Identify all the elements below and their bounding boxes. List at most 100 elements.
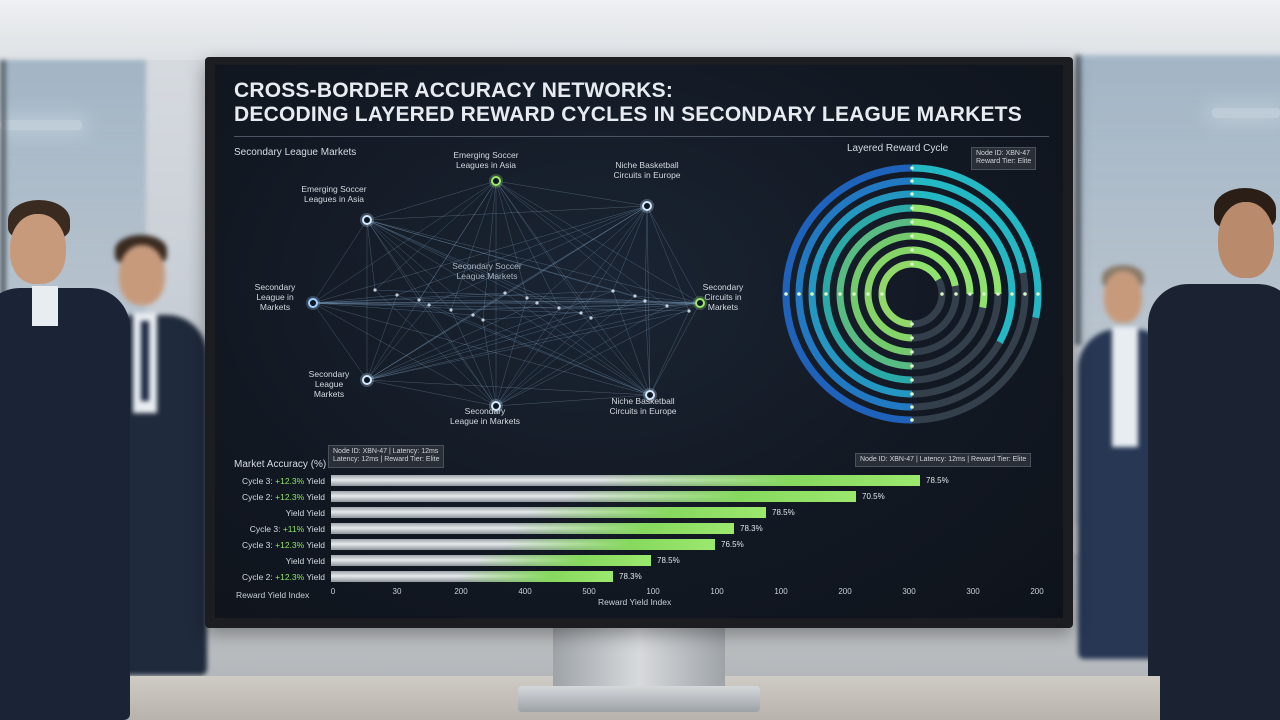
bar-label-prefix: Cycle 3: — [242, 476, 276, 486]
x-axis-tick: 400 — [518, 587, 532, 596]
bar-value-label: 78.3% — [740, 524, 763, 533]
person-right-front — [1148, 188, 1280, 720]
bar-label: Yield Yield — [215, 555, 325, 567]
ring-marker-dot — [910, 179, 914, 183]
network-edge — [495, 305, 668, 407]
ring-marker-dot — [910, 418, 914, 422]
bar-label-highlight: +11% — [282, 524, 305, 534]
network-edge — [366, 302, 538, 381]
network-node — [645, 390, 655, 400]
network-minor-node — [427, 303, 431, 307]
network-edge — [312, 219, 368, 304]
accuracy-panel-title: Market Accuracy (%) — [234, 459, 327, 470]
network-minor-node — [579, 311, 583, 315]
network-edge — [612, 290, 651, 396]
network-node-label: Emerging Soccer Leagues in Asia — [301, 184, 367, 204]
network-node-label: Secondary League Markets — [308, 369, 350, 399]
network-edge — [646, 205, 651, 396]
bar — [512, 523, 734, 534]
monitor: CROSS-BORDER ACCURACY NETWORKS: DECODING… — [205, 57, 1073, 628]
network-edge — [312, 302, 582, 314]
network-minor-node — [557, 306, 561, 310]
network-edge — [366, 304, 430, 381]
x-axis-tick: 200 — [838, 587, 852, 596]
ring-marker-dot — [866, 292, 870, 296]
network-edge — [482, 180, 497, 321]
network-edge — [366, 219, 528, 299]
bar-value-label: 76.5% — [721, 540, 744, 549]
network-edge — [495, 180, 651, 396]
network-edge — [366, 219, 420, 301]
x-axis-tick: 300 — [902, 587, 916, 596]
bar-label-suffix: Yield — [304, 524, 325, 534]
tooltip-line: Reward Tier: Elite — [976, 158, 1032, 166]
network-minor-node — [417, 298, 421, 302]
ring-marker-dot — [910, 262, 914, 266]
bar-row: Yield Yield 78.5% — [215, 555, 1055, 567]
network-edge — [312, 302, 474, 316]
network-edge — [312, 180, 497, 304]
ring-marker-dot — [1010, 292, 1014, 296]
reward-cycle-tooltip: Node ID: XBN-47 Reward Tier: Elite — [971, 147, 1037, 170]
x-axis-tick: 30 — [392, 587, 402, 596]
x-axis-tick: 100 — [774, 587, 788, 596]
network-edge — [495, 394, 651, 407]
network-edge — [526, 297, 701, 304]
network-edge — [312, 290, 614, 304]
network-panel-title: Secondary League Markets — [234, 147, 357, 158]
network-minor-node — [525, 296, 529, 300]
network-edge — [366, 219, 497, 407]
accuracy-tooltip-left: Node ID: XBN-47 | Latency: 12ms Latency:… — [328, 445, 445, 468]
network-node — [491, 401, 501, 411]
network-edge — [312, 300, 646, 304]
network-edge — [634, 295, 701, 304]
network-edge — [428, 205, 648, 306]
bar-value-label: 78.5% — [657, 556, 680, 565]
network-edge — [590, 302, 701, 319]
network-minor-node — [643, 299, 647, 303]
ring-marker-dot — [910, 378, 914, 382]
bar-label: Yield Yield — [215, 507, 325, 519]
x-axis-title-center: Reward Yield Index — [598, 597, 672, 607]
network-edge — [450, 309, 497, 407]
network-edge — [649, 302, 701, 396]
network-edge — [374, 180, 497, 291]
x-axis-tick: 200 — [454, 587, 468, 596]
ring-marker-dot — [910, 248, 914, 252]
network-edge — [312, 205, 648, 304]
network-edge — [396, 294, 651, 396]
network-minor-node — [633, 294, 637, 298]
bar-label: Cycle 3: +11% Yield — [215, 523, 325, 535]
network-edge — [644, 300, 651, 396]
network-edge — [495, 180, 668, 307]
ring-marker-dot — [910, 350, 914, 354]
network-edge — [612, 205, 648, 292]
network-node — [695, 298, 705, 308]
network-edge — [418, 180, 497, 301]
network-edge — [536, 205, 648, 304]
network-minor-node — [665, 304, 669, 308]
network-edge — [366, 180, 497, 221]
bar-value-label: 78.5% — [772, 508, 795, 517]
network-edge — [495, 180, 636, 297]
network-edge — [366, 219, 484, 321]
network-edge — [418, 299, 497, 407]
network-edge — [495, 180, 528, 299]
network-minor-node — [481, 318, 485, 322]
network-edge — [504, 205, 648, 294]
network-edge — [418, 299, 701, 304]
bar-row: Cycle 3: +11% Yield 78.3% — [215, 523, 1055, 535]
bar-label-prefix: Cycle 3: — [242, 540, 276, 550]
bar — [596, 475, 920, 486]
x-axis-tick: 100 — [710, 587, 724, 596]
bar-label-suffix: Yield — [304, 492, 325, 502]
network-edge — [646, 205, 701, 304]
x-axis-tick: 500 — [582, 587, 596, 596]
network-edge — [580, 205, 648, 314]
ring-marker-dot — [910, 206, 914, 210]
network-edge — [366, 180, 497, 381]
network-edge — [366, 379, 497, 407]
reward-cycle-panel-title: Layered Reward Cycle — [847, 143, 949, 154]
